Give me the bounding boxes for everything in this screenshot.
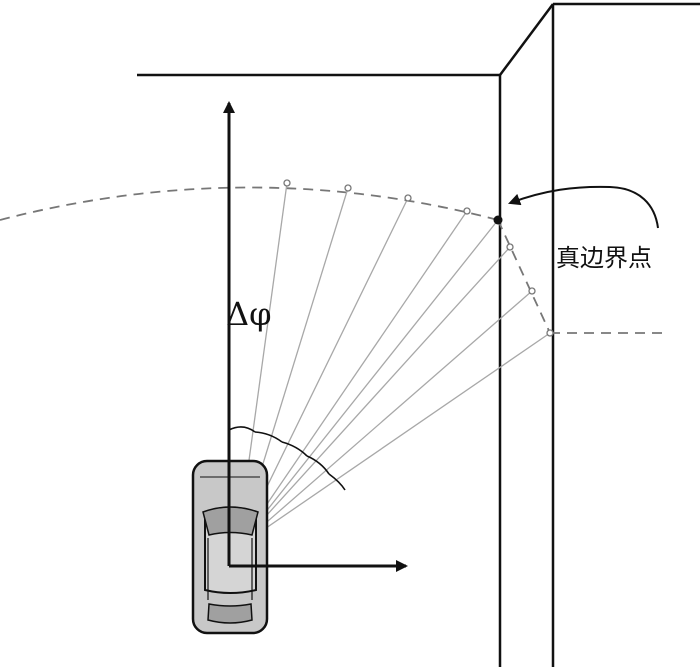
sample-point: [404, 194, 412, 202]
sample-point: [506, 243, 514, 251]
true-boundary-point-label: 真边界点: [556, 244, 652, 272]
scan-ray: [236, 246, 511, 549]
sample-point: [528, 287, 536, 295]
sample-points: [283, 179, 554, 337]
wall-corner-diagonal: [498, 3, 555, 76]
sample-point: [283, 179, 291, 187]
car-rear-window: [207, 603, 253, 624]
scan-ray: [236, 210, 468, 549]
scan-ray: [236, 332, 551, 549]
sample-point: [546, 329, 554, 337]
scan-rays: [236, 182, 551, 549]
dashed-wall-projection: [497, 219, 551, 334]
callout-arrow: [508, 185, 659, 229]
scan-ray: [236, 290, 533, 549]
sample-point: [344, 184, 352, 192]
dashed-arc: [0, 186, 499, 221]
angle-increment-arcs: [228, 426, 346, 491]
true-boundary-point: [493, 215, 503, 225]
scan-range-arc: [0, 186, 665, 334]
building-outline: [137, 2, 700, 667]
sample-point: [463, 207, 471, 215]
delta-phi-label: Δφ: [226, 295, 272, 333]
scan-ray: [236, 219, 499, 549]
